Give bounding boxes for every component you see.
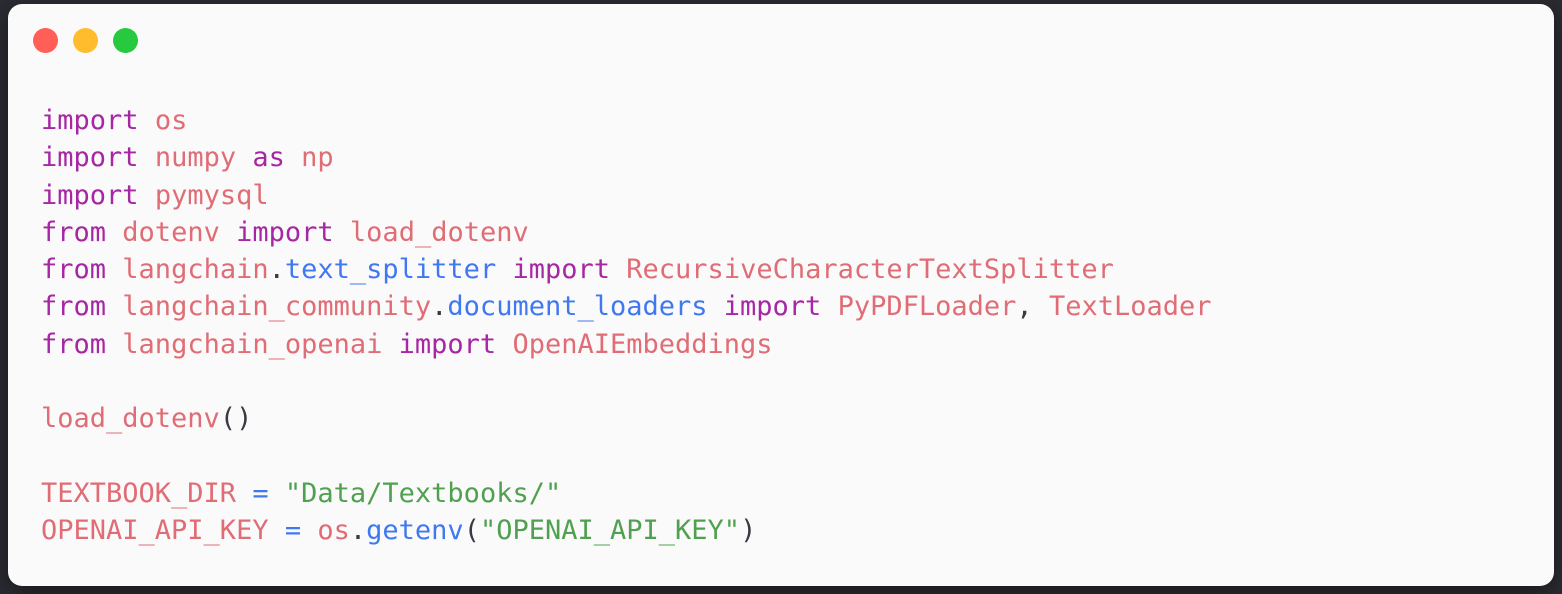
code-token-punct: () <box>219 403 253 435</box>
code-token-module: PyPDFLoader <box>837 291 1017 323</box>
code-token-plain <box>382 329 398 360</box>
code-token-keyword: from <box>41 254 107 286</box>
code-token-plain <box>285 142 301 173</box>
maximize-window-button[interactable] <box>113 27 138 53</box>
code-line <box>41 363 1544 400</box>
code-token-module: os <box>154 105 188 136</box>
code-token-keyword: import <box>398 328 497 360</box>
code-token-sub: document_loaders <box>447 291 708 323</box>
code-token-plain <box>708 291 724 322</box>
window-titlebar <box>8 4 1554 76</box>
code-token-keyword: import <box>41 142 139 174</box>
code-token-punct: . <box>268 254 285 286</box>
code-token-plain <box>301 515 317 546</box>
code-token-plain <box>236 478 252 509</box>
code-token-plain <box>139 180 155 211</box>
code-token-plain <box>1033 291 1049 322</box>
code-token-keyword: from <box>41 216 107 248</box>
code-line: from langchain_openai import OpenAIEmbed… <box>41 326 1544 363</box>
code-token-module: langchain_community <box>122 291 432 323</box>
code-token-module: TextLoader <box>1048 291 1212 323</box>
code-token-keyword: as <box>252 142 285 174</box>
code-token-module: dotenv <box>122 216 220 248</box>
code-token-module: pymysql <box>154 179 269 211</box>
code-token-sub: text_splitter <box>284 254 497 286</box>
code-token-name: load_dotenv <box>41 403 220 435</box>
code-token-keyword: import <box>41 179 139 211</box>
code-line: TEXTBOOK_DIR = "Data/Textbooks/" <box>41 475 1544 512</box>
code-token-module: langchain <box>122 254 269 286</box>
code-token-module: np <box>301 142 334 174</box>
code-line: load_dotenv() <box>41 400 1544 437</box>
code-token-punct: ) <box>740 515 757 547</box>
code-token-keyword: import <box>512 254 611 286</box>
code-token-keyword: import <box>41 105 139 136</box>
code-token-plain <box>496 254 512 285</box>
code-line: import numpy as np <box>41 139 1544 176</box>
code-line: OPENAI_API_KEY = os.getenv("OPENAI_API_K… <box>41 512 1544 549</box>
code-token-module: langchain_openai <box>122 328 383 360</box>
code-token-plain <box>496 329 512 360</box>
code-token-plain <box>106 254 122 285</box>
code-token-plain <box>821 291 837 322</box>
code-line: from langchain.text_splitter import Recu… <box>41 251 1544 288</box>
code-token-name: os <box>317 515 350 547</box>
minimize-window-button[interactable] <box>73 27 98 53</box>
code-token-plain <box>139 142 155 173</box>
code-token-op: = <box>252 477 269 509</box>
code-token-plain <box>106 217 122 248</box>
code-token-plain <box>334 217 350 248</box>
code-token-punct: ( <box>463 515 480 547</box>
code-token-punct: , <box>1016 291 1033 323</box>
code-token-plain <box>269 515 285 546</box>
code-token-keyword: import <box>723 291 822 323</box>
code-token-punct: . <box>349 515 367 547</box>
code-token-plain <box>236 142 252 173</box>
code-line: import pymysql <box>41 177 1544 214</box>
code-line: from langchain_community.document_loader… <box>41 288 1544 325</box>
code-token-string: "OPENAI_API_KEY" <box>479 515 741 547</box>
code-token-keyword: from <box>41 291 107 323</box>
code-token-name: TEXTBOOK_DIR <box>41 477 237 509</box>
code-token-op: = <box>284 515 302 547</box>
code-token-func: getenv <box>366 515 464 547</box>
close-window-button[interactable] <box>33 27 58 53</box>
code-token-keyword: from <box>41 328 107 360</box>
code-token-module: OpenAIEmbeddings <box>512 328 773 360</box>
code-token-module: numpy <box>154 142 237 174</box>
code-token-string: "Data/Textbooks/" <box>284 477 562 509</box>
code-token-plain <box>610 254 626 285</box>
code-token-keyword: import <box>236 216 334 248</box>
code-token-plain <box>139 105 155 136</box>
code-line: import os <box>41 102 1544 139</box>
code-line: from dotenv import load_dotenv <box>41 214 1544 251</box>
code-line <box>41 438 1544 475</box>
code-token-module: load_dotenv <box>349 216 529 248</box>
code-token-plain <box>106 291 122 322</box>
code-token-name: OPENAI_API_KEY <box>41 515 269 547</box>
code-token-plain <box>106 329 122 360</box>
code-token-punct: . <box>431 291 448 323</box>
code-token-plain <box>220 217 236 248</box>
code-token-plain <box>269 478 285 509</box>
code-token-module: RecursiveCharacterTextSplitter <box>626 254 1114 286</box>
